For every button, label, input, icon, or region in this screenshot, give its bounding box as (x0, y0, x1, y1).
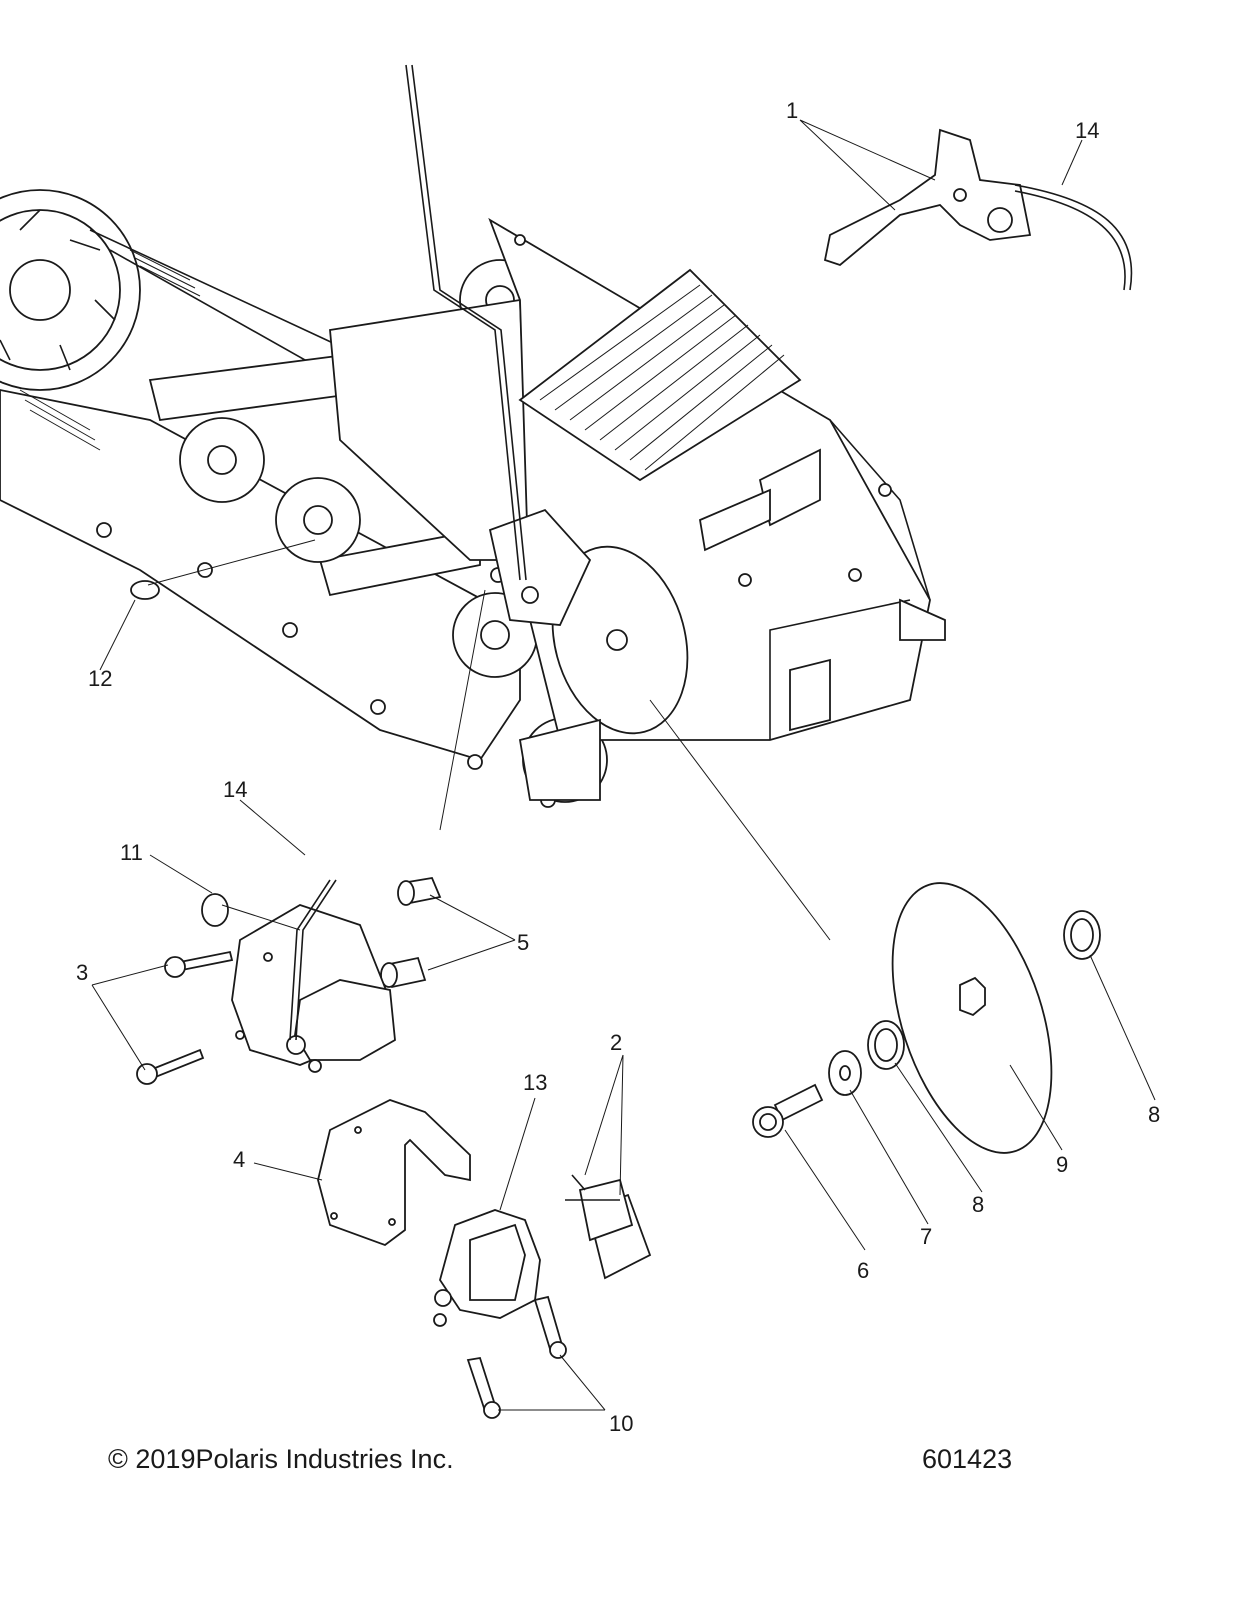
callouts: 1 14 12 14 11 5 3 2 13 4 10 6 7 8 9 8 (76, 98, 1160, 1436)
mounting-bracket-part (317, 1099, 471, 1247)
callout-5: 5 (517, 930, 529, 955)
callout-8-lower: 8 (972, 1192, 984, 1217)
suspension-assembly (0, 64, 946, 808)
callout-13: 13 (523, 1070, 547, 1095)
seal-part-8a (867, 1020, 905, 1070)
callout-6: 6 (857, 1258, 869, 1283)
leader-lines (91, 119, 1156, 1411)
callout-1: 1 (786, 98, 798, 123)
brake-lever-part (823, 128, 1133, 291)
callout-14-mid: 14 (223, 777, 247, 802)
callout-2: 2 (610, 1030, 622, 1055)
callout-8-upper: 8 (1148, 1102, 1160, 1127)
brake-pads-part (565, 1174, 652, 1280)
cable-tie-part (201, 893, 229, 927)
bolt-part-6 (752, 1083, 824, 1138)
copyright-notice: © 2019Polaris Industries Inc. (108, 1444, 454, 1474)
callout-3: 3 (76, 960, 88, 985)
spacer-parts (380, 876, 442, 989)
callout-9: 9 (1056, 1152, 1068, 1177)
callout-14-top: 14 (1075, 118, 1099, 143)
callout-7: 7 (920, 1224, 932, 1249)
brake-disc-part-9 (891, 882, 1053, 1154)
drawing-number: 601423 (922, 1444, 1013, 1474)
caliper-part (433, 1209, 541, 1327)
clip-part (130, 580, 160, 600)
seal-part-8b (1063, 910, 1101, 960)
callout-10: 10 (609, 1411, 633, 1436)
washer-part-7 (828, 1050, 862, 1096)
caliper-bracket-assembly (136, 879, 396, 1085)
bolt-parts-10 (466, 1295, 567, 1419)
callout-4: 4 (233, 1147, 245, 1172)
callout-11: 11 (120, 840, 143, 865)
callout-12: 12 (88, 666, 112, 691)
